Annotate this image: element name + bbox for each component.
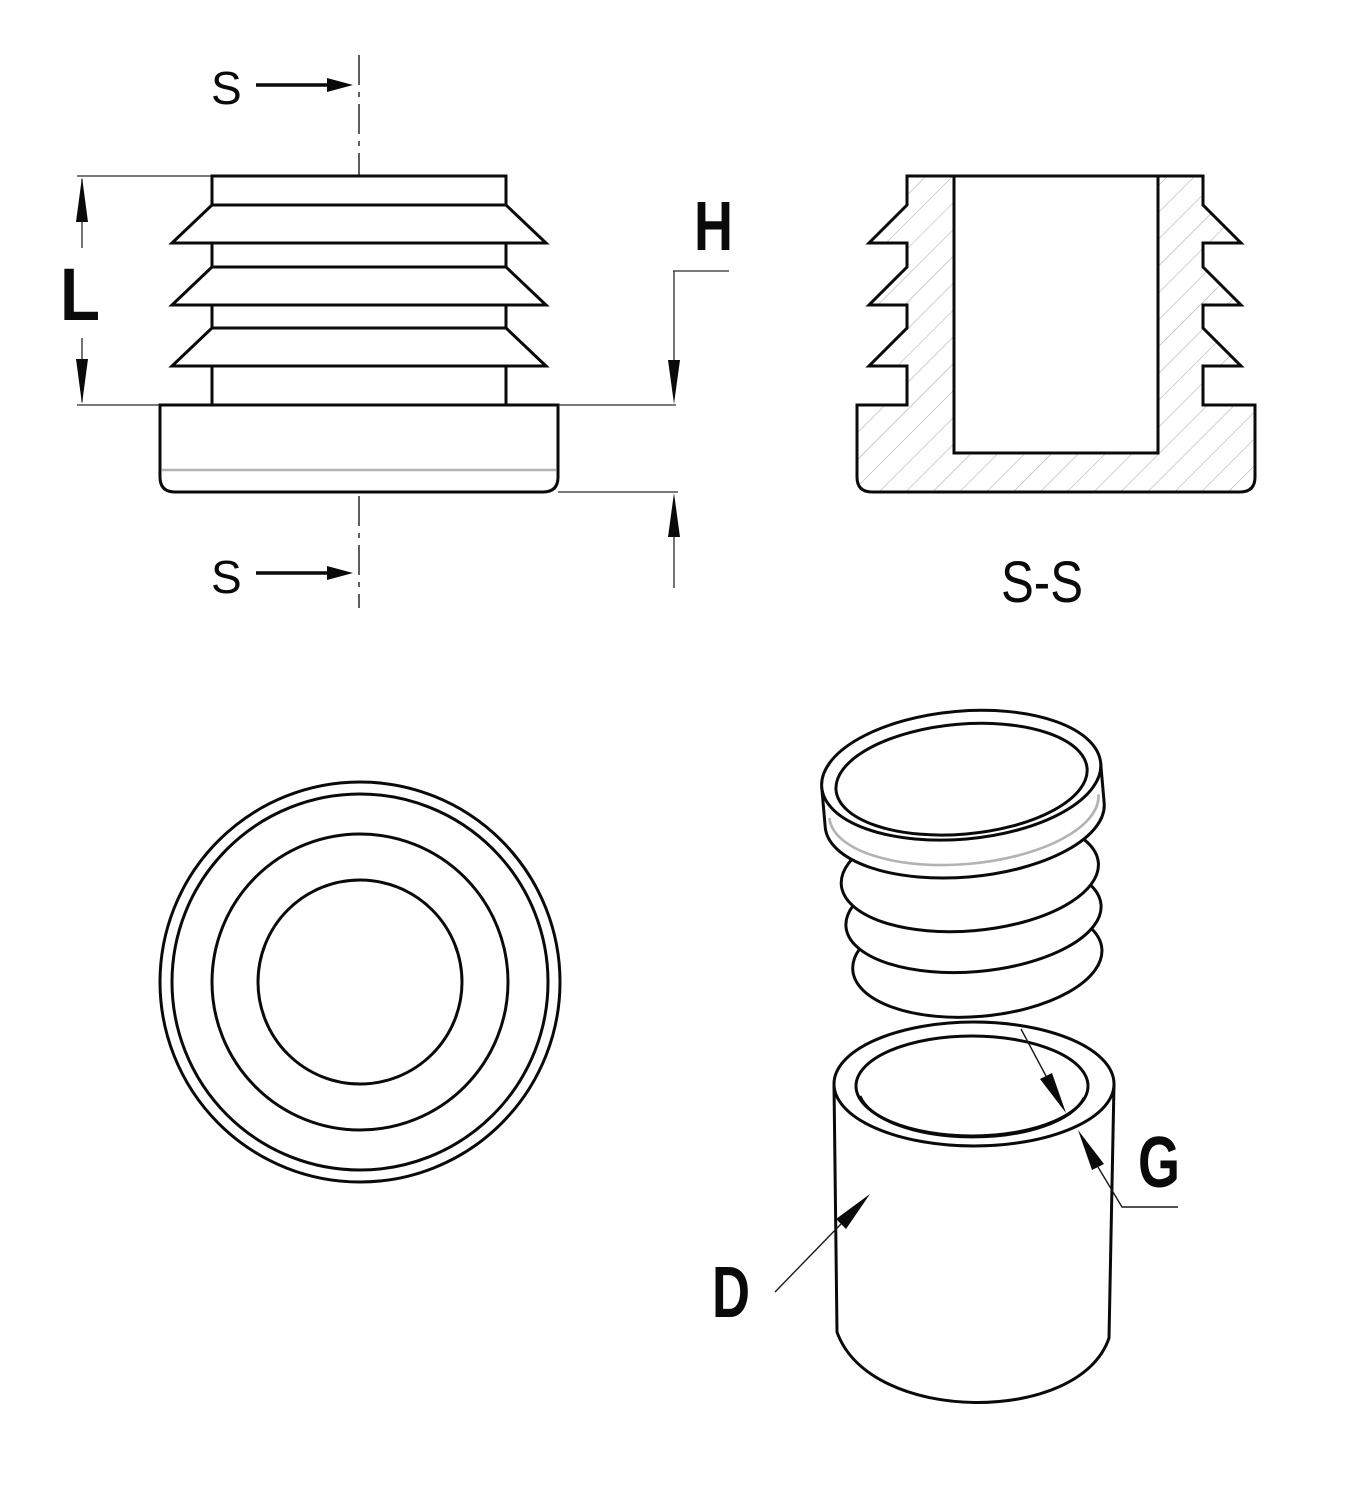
side-view-outline (158, 174, 560, 494)
label-wall-thickness-g: G (1138, 1123, 1180, 1203)
section-cavity (952, 176, 1160, 455)
section-mark-bottom: S (211, 551, 353, 603)
side-view-fin-lines (160, 203, 558, 407)
label-section-s-bottom: S (211, 551, 242, 603)
iso-plug (820, 708, 1106, 1019)
label-section-s-top: S (211, 62, 242, 114)
plug-cap-top-outer (820, 708, 1103, 842)
plug-cap-top-face (834, 721, 1089, 837)
iso-tube (832, 1020, 1116, 1404)
label-length-l: L (60, 253, 100, 336)
tube-inner-depth-arc (858, 1095, 1086, 1139)
side-view: L H S S (60, 55, 733, 608)
leader-arrow-icon (1078, 1130, 1104, 1170)
leader-arrow-icon (1040, 1073, 1066, 1113)
dim-arrow-up-icon (76, 177, 88, 222)
plug-cap-accent-arc (828, 794, 1100, 867)
leader-g: G (1020, 1028, 1180, 1208)
section-mark-top: S (211, 62, 353, 114)
section-hatching (857, 176, 1255, 492)
plan-body-circle (210, 832, 510, 1132)
dim-arrow-down-icon (668, 360, 680, 404)
iso-view: D G (712, 708, 1180, 1404)
plan-cavity-circle (256, 878, 464, 1086)
plug-cap-side (820, 762, 1106, 880)
plan-view (158, 780, 562, 1184)
section-outline (855, 174, 1257, 494)
section-arrow-icon (327, 78, 353, 92)
plan-cap-outer-circle (158, 780, 562, 1184)
tube-body (832, 1083, 1116, 1404)
leader-d: D (712, 1194, 870, 1333)
dimension-h: H (558, 187, 733, 588)
dim-arrow-up-icon (668, 493, 680, 537)
dimension-l: L (60, 175, 211, 406)
label-diameter-d: D (712, 1253, 750, 1333)
leader-arrow-icon (836, 1194, 870, 1229)
label-height-h: H (694, 187, 733, 265)
section-view: S-S (855, 174, 1257, 615)
label-section-title: S-S (1001, 550, 1083, 615)
plan-fin-circle (170, 792, 550, 1172)
section-arrow-icon (327, 566, 353, 580)
dim-arrow-down-icon (76, 359, 88, 404)
